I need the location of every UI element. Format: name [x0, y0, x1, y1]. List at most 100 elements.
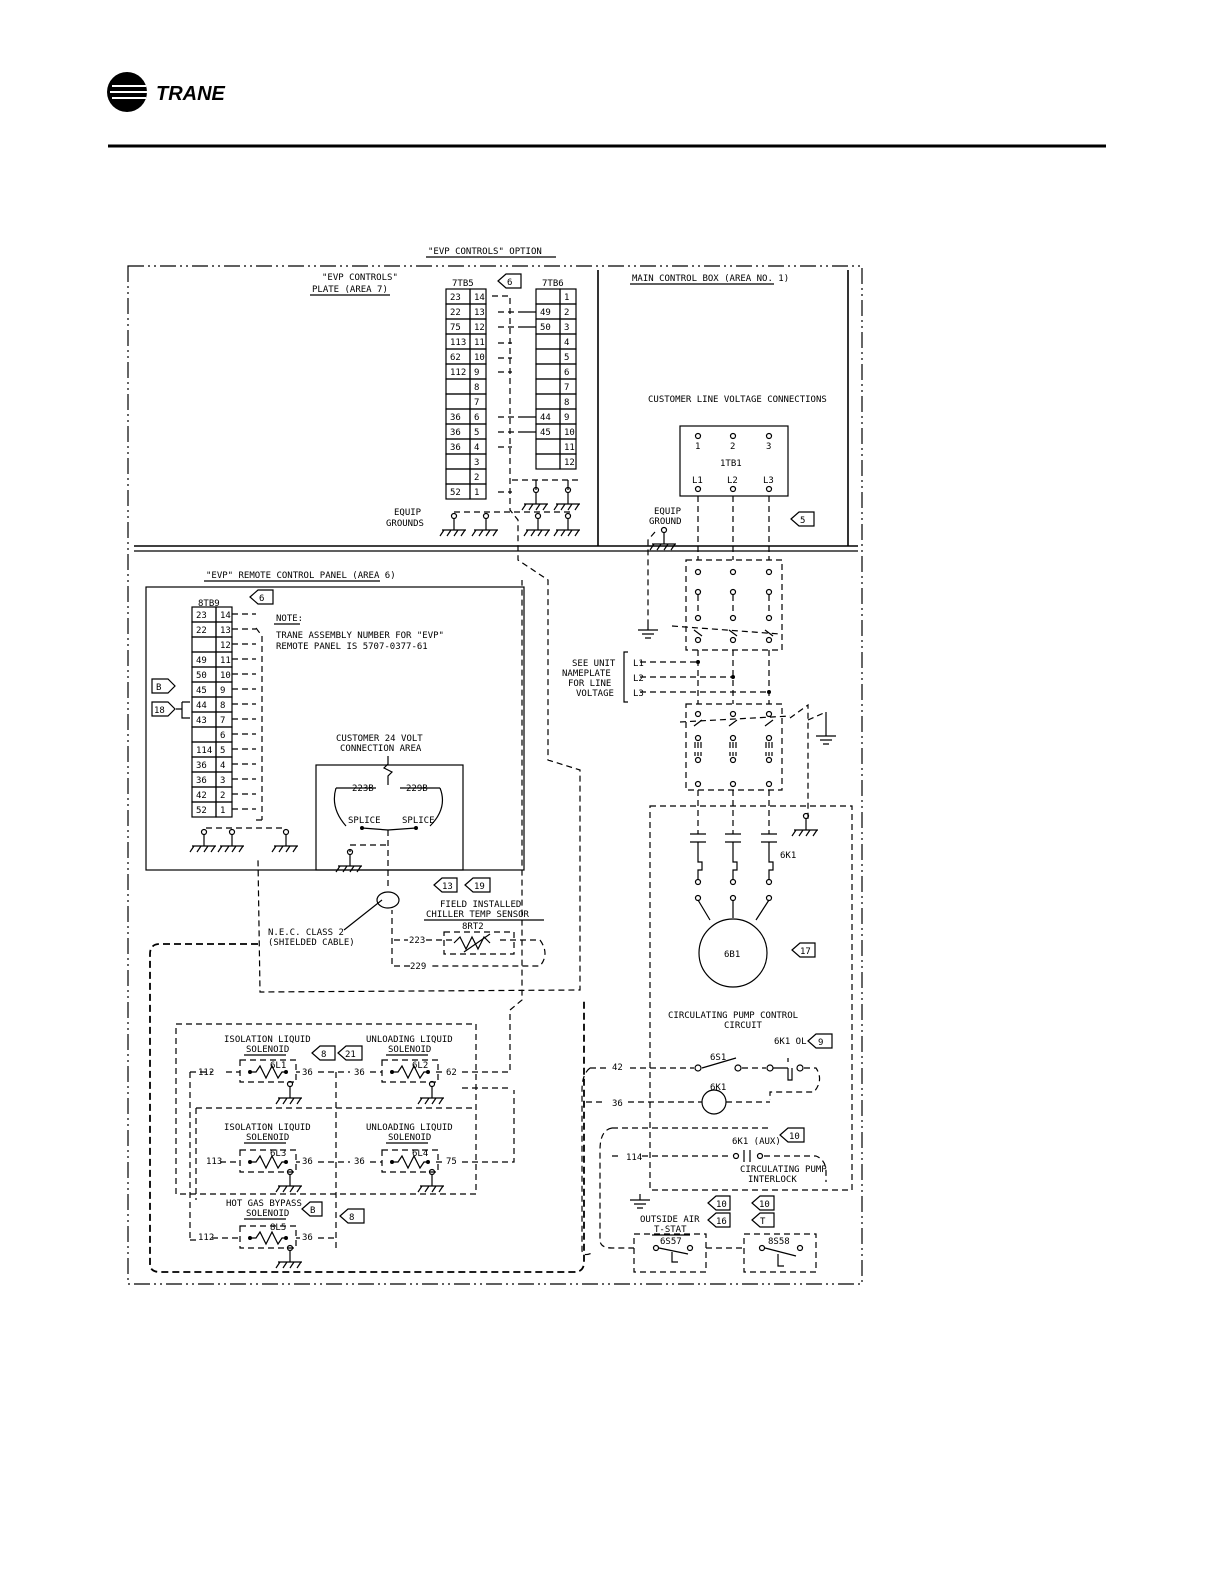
- pump-interlock-1: CIRCULATING PUMP: [740, 1165, 827, 1175]
- switch-contact: [765, 568, 773, 576]
- tb6-cell-left: [535, 363, 561, 380]
- tb5-cell-right: [469, 483, 487, 500]
- tb9-left-label: 43: [196, 716, 207, 726]
- line-label-l3: L3: [633, 689, 644, 699]
- svg-text:16: 16: [716, 1217, 727, 1227]
- label-6k1-aux: 6K1 (AUX): [732, 1137, 781, 1147]
- flag-19: 19: [464, 877, 491, 893]
- solenoid-8l5: [239, 1225, 297, 1249]
- see-unit-4: VOLTAGE: [576, 689, 614, 699]
- disconnect-switch-contacts: [649, 526, 818, 837]
- tb5-right-label: 13: [474, 308, 485, 318]
- tb9-right-label: 14: [220, 611, 231, 621]
- switch-contact: [729, 588, 737, 596]
- label-6l1: 6L1: [270, 1061, 286, 1071]
- pump-area-boundary: [649, 805, 853, 1191]
- flag-b: B: [151, 678, 176, 694]
- solenoid-6l1: [239, 1059, 297, 1083]
- tb5-right-label: 5: [474, 428, 479, 438]
- ground-symbol: [217, 828, 244, 853]
- tb6-left-label: 45: [540, 428, 551, 438]
- tb6-left-label: 50: [540, 323, 551, 333]
- tb6-cell-left: [535, 378, 561, 395]
- svg-text:B: B: [156, 683, 161, 693]
- tb1-label: 1TB1: [720, 459, 742, 469]
- field-installed-2: CHILLER TEMP SENSOR: [426, 910, 530, 920]
- splice-1: SPLICE: [348, 816, 381, 826]
- tb5-left-label: 36: [450, 443, 461, 453]
- flag-5: 5: [790, 511, 815, 527]
- customer-24v-2: CONNECTION AREA: [340, 744, 422, 754]
- label-8l5: 8L5: [270, 1223, 286, 1233]
- switch-contact: [694, 588, 702, 596]
- hot-gas-title: HOT GAS BYPASS: [226, 1199, 302, 1209]
- unl-title-2: SOLENOID: [388, 1045, 431, 1055]
- ground-symbol: [275, 1080, 302, 1105]
- tb9-left-label: 23: [196, 611, 207, 621]
- wire-36-b: 36: [354, 1068, 365, 1078]
- svg-text:8: 8: [321, 1050, 326, 1060]
- tb6-cell-left: [535, 393, 561, 410]
- tb9-right-label: 8: [220, 701, 225, 711]
- tb5-right-label: 10: [474, 353, 485, 363]
- iso-title-1: ISOLATION LIQUID: [224, 1035, 311, 1045]
- wire-36-e: 36: [302, 1233, 313, 1243]
- note-line-1: TRANE ASSEMBLY NUMBER FOR "EVP": [276, 631, 444, 641]
- flag-10-b: 10: [707, 1195, 731, 1211]
- motor-label: 6B1: [724, 950, 740, 960]
- tb6-right-label: 1: [564, 293, 569, 303]
- tb5-left-label: 62: [450, 353, 461, 363]
- tb9-right-label: 5: [220, 746, 225, 756]
- wire-42: 42: [612, 1063, 623, 1073]
- tb9-left-label: 114: [196, 746, 212, 756]
- switch-contact: [694, 568, 702, 576]
- wire-112-b: 112: [198, 1233, 214, 1243]
- label-6l4: 6L4: [412, 1149, 428, 1159]
- wire-112-a: 112: [198, 1068, 214, 1078]
- flag-10-c: 10: [751, 1195, 775, 1211]
- coil-6k1: [701, 1089, 727, 1115]
- tb6-cell-left: [535, 438, 561, 455]
- switch-contact: [765, 614, 773, 622]
- tb1-bottom-label: L2: [727, 476, 738, 486]
- switch-contact: [729, 780, 737, 788]
- tb1-terminal: [729, 432, 737, 440]
- tb1-terminal: [765, 485, 773, 493]
- tb5-left-label: 113: [450, 338, 466, 348]
- tb5-left-label: 22: [450, 308, 461, 318]
- control-wiring-loop: [149, 943, 585, 1273]
- switch-contact: [729, 734, 737, 742]
- line-label-l1: L1: [633, 659, 644, 669]
- wire-114: 114: [626, 1153, 642, 1163]
- option-title: "EVP CONTROLS" OPTION: [428, 247, 542, 257]
- pump-control-title-2: CIRCUIT: [724, 1021, 763, 1031]
- flag-17: 17: [791, 942, 816, 958]
- tb1-terminal: [729, 485, 737, 493]
- tb9-terminal-wires: [232, 613, 263, 821]
- tb9-left-label: 52: [196, 806, 207, 816]
- plate-ground-symbols: [439, 486, 580, 537]
- tb6-left-label: 44: [540, 413, 551, 423]
- tb5-cell-left: [445, 393, 471, 410]
- flag-b-hot-gas: B: [301, 1201, 323, 1217]
- tb5-cell-left: [445, 468, 471, 485]
- ground-symbol: [275, 1244, 302, 1269]
- main-box-title: MAIN CONTROL BOX (AREA NO. 1): [632, 274, 789, 284]
- hot-gas-title-2: SOLENOID: [246, 1209, 289, 1219]
- tb6-right-label: 5: [564, 353, 569, 363]
- flag-18: 18: [151, 701, 190, 719]
- plate-area: PLATE (AREA 7): [312, 285, 388, 295]
- svg-text:9: 9: [818, 1038, 823, 1048]
- svg-text:17: 17: [800, 947, 811, 957]
- equip-ground-1: EQUIP: [654, 507, 682, 517]
- tb6-right-label: 11: [564, 443, 575, 453]
- solenoid-6l3: [239, 1149, 297, 1173]
- shielded-cable-symbol: [376, 891, 400, 909]
- tb5-right-label: 3: [474, 458, 479, 468]
- tb5-right-label: 9: [474, 368, 479, 378]
- switch-contact: [694, 710, 702, 718]
- tb5-cell-left: [445, 378, 471, 395]
- ground-symbol: [417, 1168, 444, 1193]
- flag-6-remote: 6: [249, 589, 274, 605]
